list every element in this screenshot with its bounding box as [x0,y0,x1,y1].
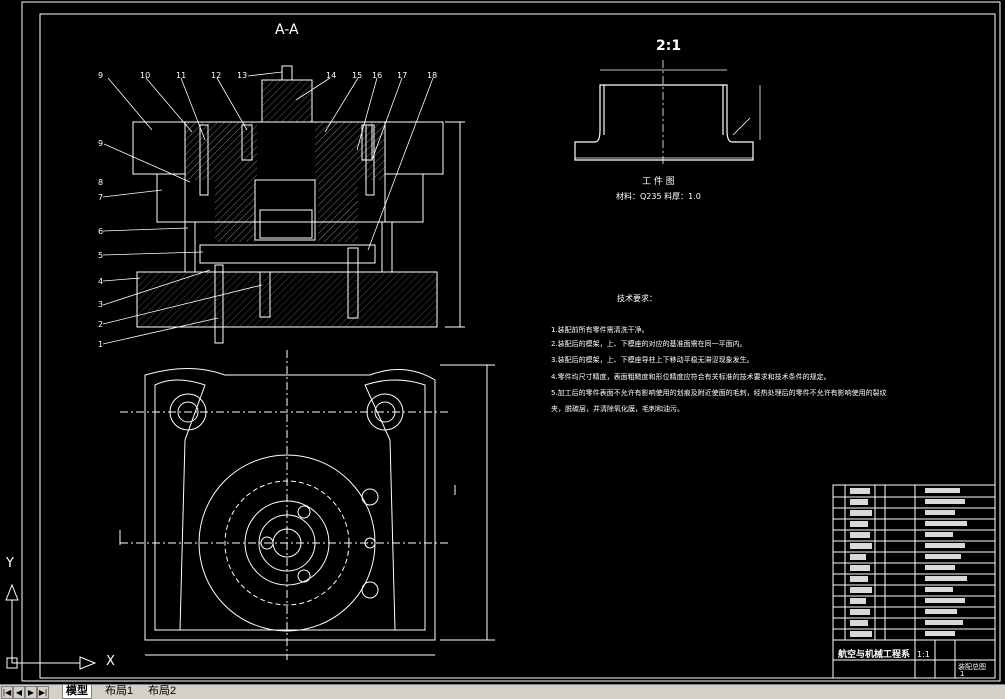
callout-17: 17 [397,71,408,80]
ucs-axes [5,583,97,670]
hatch-lower [137,272,437,327]
callout-4: 4 [98,277,104,286]
callout-18: 18 [427,71,438,80]
title-block-sheet: 1 [960,670,965,678]
title-block-grid [832,484,996,679]
drawing-canvas[interactable]: A-A 2:1 工 件 图 材料：Q235 料厚：1.0 1 2 3 4 5 6… [0,0,1005,684]
callout-13: 13 [237,71,248,80]
ucs-x-label: X [106,654,115,669]
ucs-y-label: Y [6,556,14,571]
cad-drawing [5,1,1001,682]
first-tab-button[interactable]: |◀ [1,686,13,699]
callout-9b: 9 [98,139,104,148]
callout-1: 1 [98,340,104,349]
last-tab-button[interactable]: ▶| [37,686,49,699]
tab-model[interactable]: 模型 [62,685,92,699]
callout-6: 6 [98,227,104,236]
tech-req-heading: 技术要求： [617,294,657,303]
callout-15: 15 [352,71,363,80]
callout-16: 16 [372,71,383,80]
title-block-drawing-name: 装配总图 [958,663,986,671]
scale-title: 2:1 [656,38,682,54]
section-title: A-A [275,22,299,38]
title-block-scale: 1:1 [917,650,930,659]
inner-frame [39,13,996,679]
tech-req-6: 夹，脱碳层，并清除氧化膜，毛刺和油污。 [551,405,684,413]
hatch-upper-left [185,122,257,180]
outer-frame [21,1,1001,682]
callout-11: 11 [176,71,187,80]
tab-layout2[interactable]: 布局2 [148,685,177,697]
callout-5: 5 [98,251,104,260]
title-block-fill [850,488,967,637]
callout-7: 7 [98,193,104,202]
callout-9: 9 [98,71,104,80]
part-detail [574,60,761,165]
part-drawing-title: 工 件 图 [642,177,675,187]
tab-layout1[interactable]: 布局1 [105,685,134,697]
callout-3: 3 [98,300,104,309]
callout-14: 14 [326,71,337,80]
plan-view [119,350,495,660]
title-block-school: 航空与机械工程系 [838,650,911,660]
hatch-upper-right [315,122,385,180]
tech-req-1: 1.装配前所有零件需清洗干净。 [551,326,649,334]
callout-12: 12 [211,71,222,80]
tech-req-3: 3.装配后的模架，上、下模座导柱上下移动平稳无滞涩现象发生。 [551,356,754,364]
layout-tab-bar: |◀ ◀ ▶ ▶| 模型 布局1 布局2 [0,684,1005,699]
material-note: 材料：Q235 料厚：1.0 [616,192,701,201]
next-tab-button[interactable]: ▶ [25,686,37,699]
tech-req-2: 2.装配后的模架，上、下模座的对应的基准面需在同一平面内。 [551,340,747,348]
callout-8: 8 [98,178,104,187]
tech-req-5: 5.加工后的零件表面不允许有影响使用的划痕及附近使面的毛刺，经热处理后的零件不允… [551,389,887,397]
callout-leaders [102,71,434,345]
callout-10: 10 [140,71,151,80]
callout-2: 2 [98,320,104,329]
prev-tab-button[interactable]: ◀ [13,686,25,699]
tech-req-4: 4.零件均尺寸精度，表面粗糙度和形位精度应符合有关标准的技术要求和技术条件的规定… [551,373,831,381]
